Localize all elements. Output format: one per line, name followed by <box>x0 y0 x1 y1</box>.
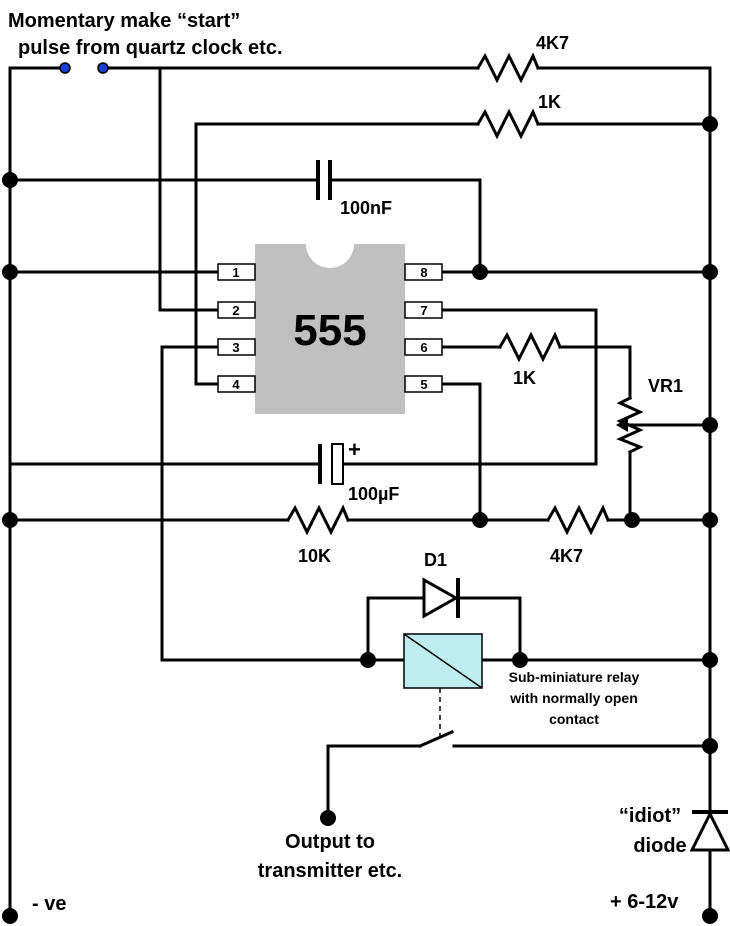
junction-dots <box>2 116 718 924</box>
protection-diode <box>689 810 730 852</box>
ic-pin-1 <box>217 263 256 281</box>
ic-pin-3 <box>217 338 256 356</box>
pin-label-2: 2 <box>232 303 239 318</box>
protection-label-line-2: diode <box>633 835 686 857</box>
potentiometer-vr1 <box>616 395 648 455</box>
ic-pin-8 <box>404 263 443 281</box>
protection-label-line-1: “idiot” <box>619 805 681 827</box>
title-line-1: Momentary make “start” <box>8 10 240 32</box>
label-cap-100nf: 100nF <box>340 198 392 218</box>
label-vr1: VR1 <box>648 376 683 396</box>
relay <box>403 633 483 689</box>
pin-label-3: 3 <box>232 340 239 355</box>
ic-pin-4 <box>217 375 256 393</box>
label-r-4k7-bottom: 4K7 <box>550 546 583 566</box>
ic-pin-7 <box>404 301 443 319</box>
ic-pin-2 <box>217 301 256 319</box>
label-r-4k7-top: 4K7 <box>536 33 569 53</box>
resistor-4k7-bottom <box>545 504 610 536</box>
pin-label-6: 6 <box>420 340 427 355</box>
positive-supply-label: + 6-12v <box>610 891 679 913</box>
pin-label-8: 8 <box>420 265 427 280</box>
label-r-1k-second: 1K <box>538 92 561 112</box>
label-cap-100uf: 100µF <box>348 484 399 504</box>
ic-label: 555 <box>293 306 366 355</box>
pin-label-4: 4 <box>232 377 240 392</box>
relay-label-line-3: contact <box>549 711 599 727</box>
start-contact-left <box>59 62 71 74</box>
capacitor-100nf <box>316 160 332 200</box>
diode-d1 <box>422 577 460 619</box>
label-d1: D1 <box>424 550 447 570</box>
title-line-2: pulse from quartz clock etc. <box>18 37 283 59</box>
start-contact-right <box>97 62 109 74</box>
relay-label-line-1: Sub-miniature relay <box>509 669 640 685</box>
relay-label-line-2: with normally open <box>509 690 638 706</box>
resistor-1k-pin6 <box>497 331 562 363</box>
label-r-10k: 10K <box>298 546 331 566</box>
capacitor-100uf <box>318 443 344 485</box>
output-label-line-1: Output to <box>285 831 375 853</box>
pin-label-1: 1 <box>232 265 239 280</box>
output-label-line-2: transmitter etc. <box>258 860 403 882</box>
pin-label-7: 7 <box>420 303 427 318</box>
pin-label-5: 5 <box>420 377 427 392</box>
resistor-4k7-top <box>475 52 540 84</box>
label-cap-polarity: + <box>348 437 361 462</box>
resistor-10k <box>285 504 350 536</box>
ic-555: 1 2 3 4 5 6 7 8 555 <box>217 244 443 414</box>
negative-supply-label: - ve <box>32 893 66 915</box>
resistor-1k-second <box>475 108 540 140</box>
ic-pin-5 <box>404 375 443 393</box>
label-r-1k-pin6: 1K <box>513 368 536 388</box>
ic-pin-6 <box>404 338 443 356</box>
